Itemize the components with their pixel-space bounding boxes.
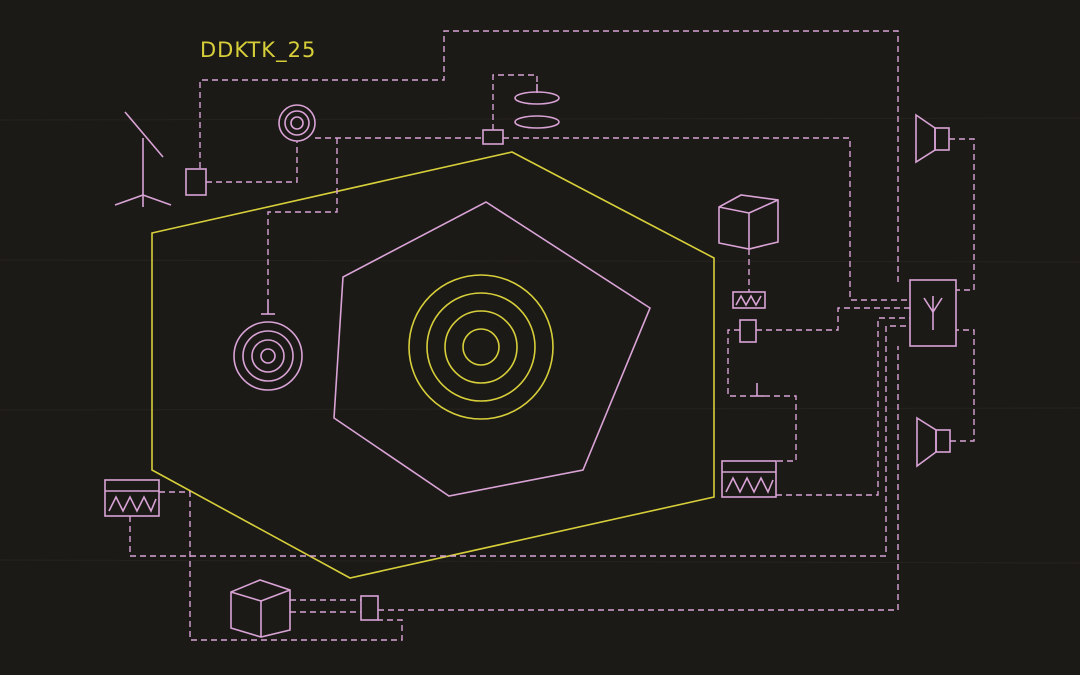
diagram-title: DDKTK_25 [200,38,317,62]
amplifier-icon-left [104,479,160,517]
small-amp-connector [739,319,757,343]
cymbal-connector-box [482,129,504,145]
stage-outline [151,151,715,579]
bottom-connector-box [360,595,379,621]
top-target-icon [278,104,316,142]
antenna-receiver-icon [909,279,957,347]
cymbal-icon [514,84,560,129]
speaker-icon-bottom [916,416,951,468]
center-target-icon [408,274,554,420]
mic-connector-box [185,168,207,196]
speaker-icon-top [915,113,950,164]
left-target-icon [233,321,303,391]
amplifier-icon-right [721,460,777,498]
cable-connections [129,30,975,641]
small-amp-icon [732,291,766,309]
cube-icon-bottom [230,579,291,638]
cube-icon-top [718,194,779,250]
background-texture [0,117,1080,564]
riser-outline [333,201,651,497]
microphone-stand-icon [114,111,172,207]
